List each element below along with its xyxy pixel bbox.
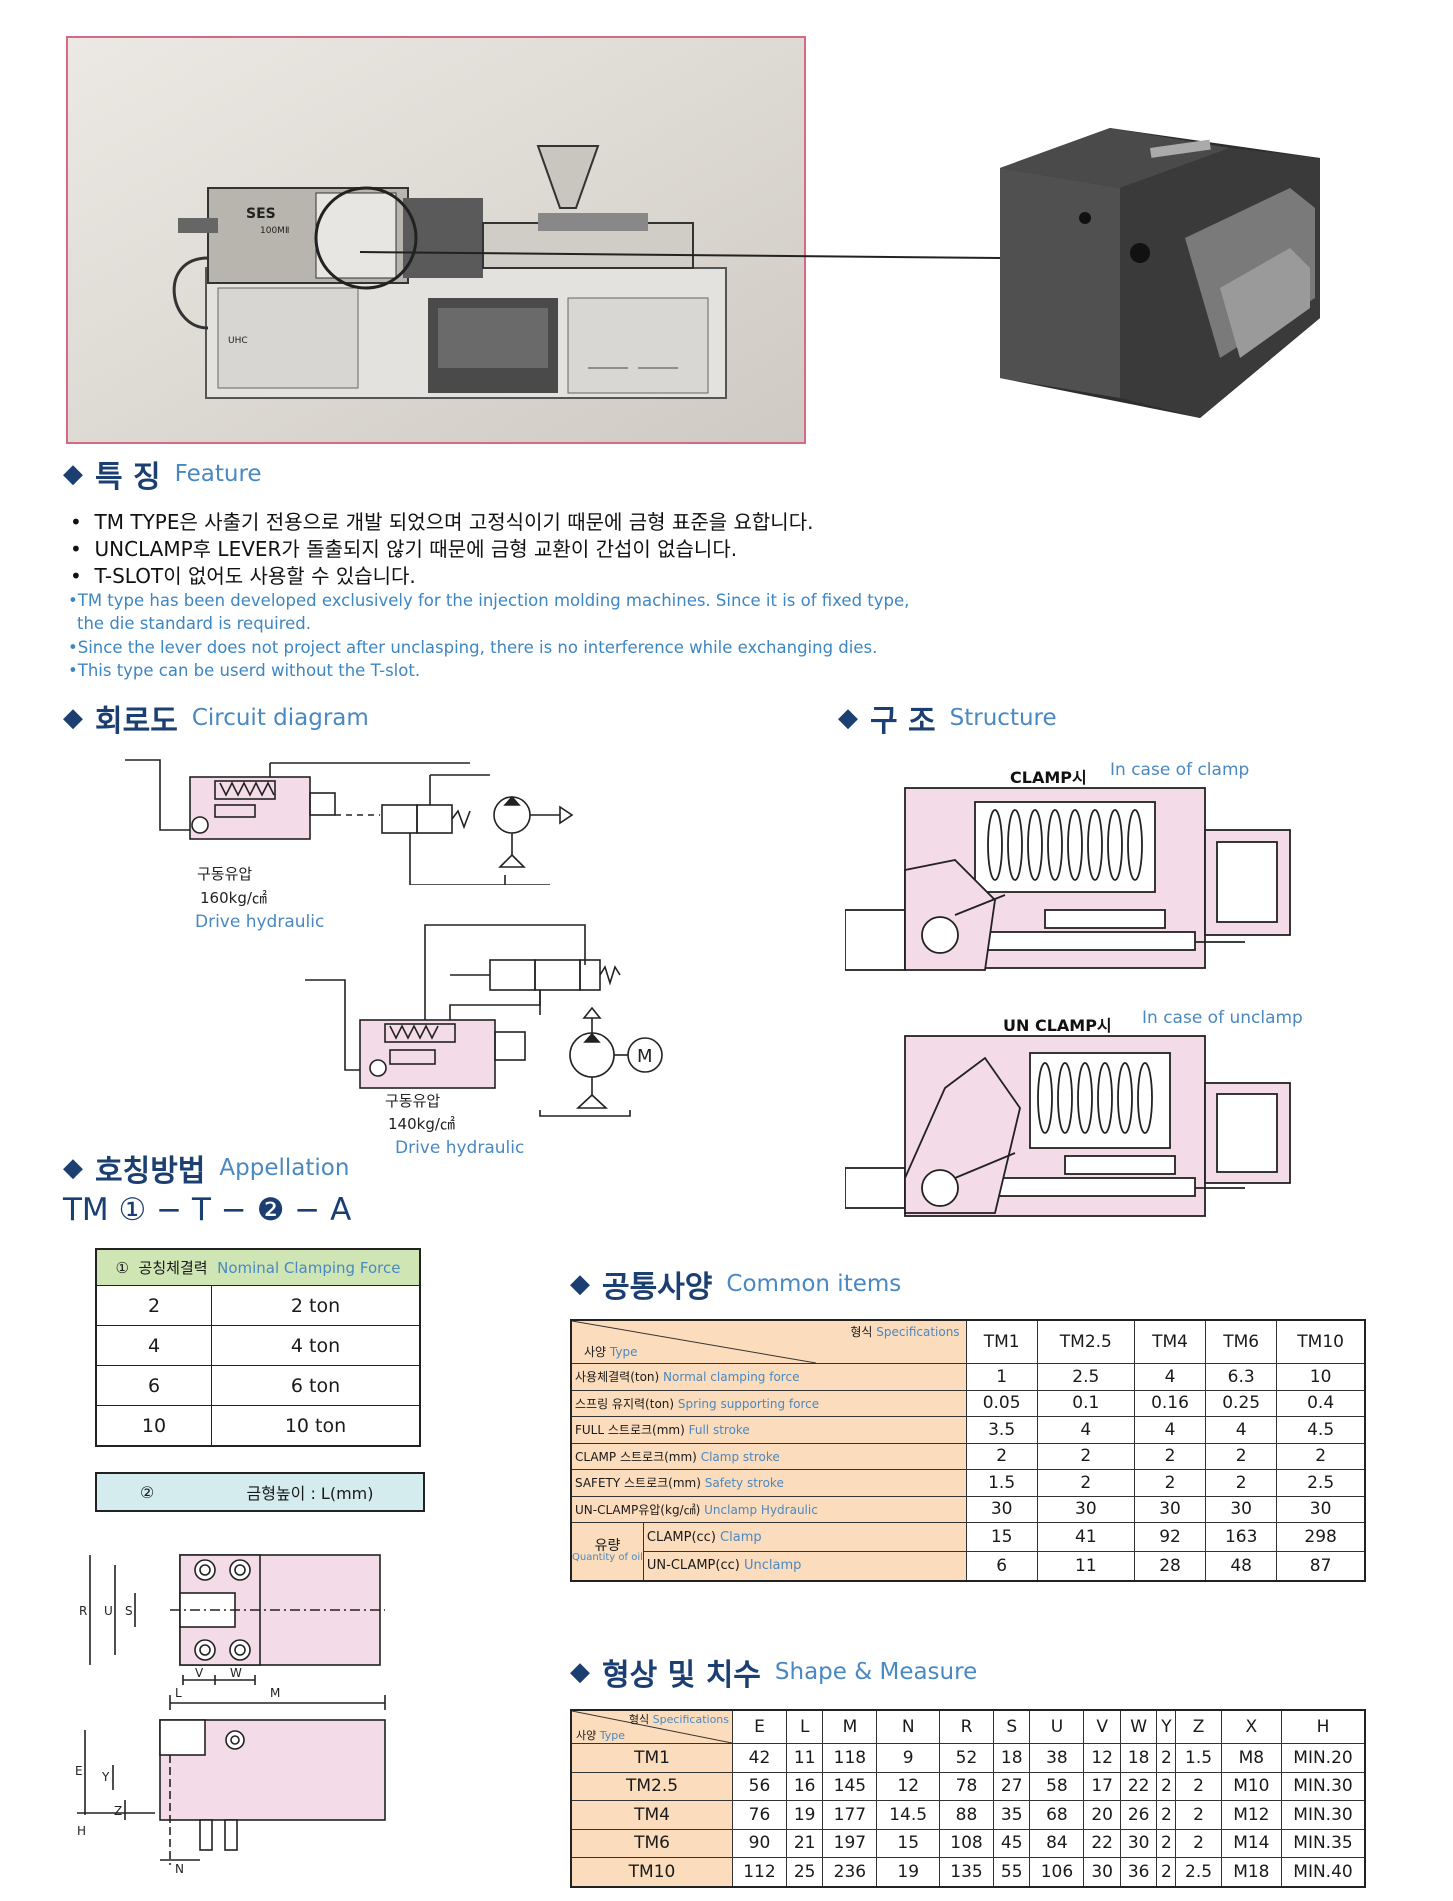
dim-header: L	[785, 1709, 824, 1744]
table-row: 스프링 유지력(ton) Spring supporting force 0.0…	[570, 1389, 1366, 1417]
model-header: TM6	[1205, 1319, 1278, 1364]
shape-heading: ◆ 형상 및 치수 Shape & Measure	[570, 1657, 978, 1693]
injection-machine-photo: SES 100MⅡ UHC	[66, 36, 806, 444]
circuit2-label-en: Drive hydraulic	[395, 1138, 525, 1158]
structure-clamp-drawing	[845, 787, 1291, 971]
common-heading: ◆ 공통사양 Common items	[570, 1269, 902, 1305]
circuit2-pressure: 140kg/㎠	[388, 1115, 455, 1133]
dim-header: U	[1029, 1709, 1085, 1744]
circuit-diagram-2: M	[305, 924, 663, 1117]
model-header: TM2.5	[1036, 1319, 1135, 1364]
dimension-drawing: R U S V W L M E Y Z H N	[75, 1554, 386, 1875]
dim-label-L: L	[175, 1686, 182, 1700]
circuit1-pressure: 160kg/㎠	[200, 889, 267, 907]
dim-header: N	[876, 1709, 941, 1744]
structure-clamp-ko: CLAMP시	[1010, 768, 1087, 787]
dim-header: W	[1119, 1709, 1158, 1744]
feature-bullet-ko-3: • T-SLOT이 없어도 사용할 수 있습니다.	[70, 564, 416, 588]
diamond-icon: ◆	[570, 1657, 590, 1687]
model-header: TM1	[965, 1319, 1038, 1364]
dim-header: M	[822, 1709, 878, 1744]
model-header: TM4	[1133, 1319, 1207, 1364]
structure-clamp-en: In case of clamp	[1110, 760, 1250, 780]
dim-label-E: E	[75, 1764, 83, 1778]
machine-model: 100MⅡ	[260, 226, 289, 236]
feature-bullet-ko-2: • UNCLAMP후 LEVER가 돌출되지 않기 때문에 금형 교환이 간섭이…	[70, 537, 738, 561]
feature-title-en: Feature	[174, 461, 262, 487]
dim-label-R: R	[79, 1604, 87, 1618]
circuit2-label-ko: 구동유압	[385, 1092, 441, 1110]
dim-header: Y	[1156, 1709, 1177, 1744]
dim-label-U: U	[104, 1604, 113, 1618]
clamp-product-photo	[990, 128, 1330, 418]
diamond-icon: ◆	[63, 459, 83, 489]
feature-bullet-en-3: •This type can be userd without the T-sl…	[68, 661, 421, 680]
dim-label-Y: Y	[101, 1770, 110, 1784]
feature-bullet-en-2: •Since the lever does not project after …	[68, 638, 878, 657]
structure-unclamp-drawing	[845, 1035, 1291, 1217]
dim-header: S	[992, 1709, 1031, 1744]
dim-label-N: N	[175, 1862, 184, 1875]
dim-label-S: S	[125, 1604, 133, 1618]
dim-header: X	[1220, 1709, 1283, 1744]
machine-maker: UHC	[228, 336, 248, 346]
dim-label-Z: Z	[114, 1804, 122, 1818]
model-header: TM10	[1276, 1319, 1366, 1364]
dim-header: V	[1083, 1709, 1121, 1744]
circuit1-label-en: Drive hydraulic	[195, 912, 325, 932]
diamond-icon: ◆	[838, 703, 858, 733]
dim-label-M: M	[270, 1686, 280, 1700]
dim-header: E	[732, 1709, 787, 1744]
feature-bullet-en-1: •TM type has been developed exclusively …	[68, 591, 910, 610]
shape-measure-table: 형식 Specifications 사양 Type E L M N R S U …	[570, 1709, 1366, 1888]
circuit-heading: ◆ 회로도 Circuit diagram	[63, 703, 369, 739]
dim-header: Z	[1175, 1709, 1222, 1744]
dim-label-W: W	[230, 1666, 242, 1680]
diamond-icon: ◆	[63, 703, 83, 733]
circuit1-label-ko: 구동유압	[197, 865, 253, 883]
force-table-header: ① 공칭체결력 Nominal Clamping Force	[95, 1248, 421, 1286]
diamond-icon: ◆	[570, 1269, 590, 1299]
machine-brand: SES	[246, 206, 276, 222]
die-height-box: ② 금형높이 : L(mm)	[95, 1472, 425, 1512]
connector-line	[360, 251, 1000, 259]
dim-header: H	[1281, 1709, 1366, 1744]
structure-heading: ◆ 구 조 Structure	[838, 703, 1057, 739]
appellation-heading: ◆ 호칭방법 Appellation	[63, 1153, 350, 1189]
feature-title-ko: 특 징	[95, 460, 161, 495]
shape-corner-cell: 형식 Specifications 사양 Type	[570, 1709, 733, 1744]
circuit-diagram-1	[125, 759, 574, 885]
common-items-table: 형식 Specifications 사양 Type TM1 TM2.5 TM4 …	[570, 1319, 1366, 1582]
feature-bullet-en-1b: the die standard is required.	[77, 614, 312, 633]
structure-unclamp-ko: UN CLAMP시	[1003, 1016, 1112, 1035]
motor-label: M	[637, 1046, 653, 1067]
structure-unclamp-en: In case of unclamp	[1142, 1008, 1303, 1028]
common-corner-cell: 형식 Specifications 사양 Type	[570, 1319, 967, 1364]
feature-heading: ◆ 특 징 Feature	[63, 452, 262, 496]
dim-header: R	[939, 1709, 994, 1744]
dim-label-H: H	[77, 1824, 86, 1838]
feature-bullet-ko-1: • TM TYPE은 사출기 전용으로 개발 되었으며 고정식이기 때문에 금형…	[70, 510, 814, 534]
dim-label-V: V	[195, 1666, 204, 1680]
diamond-icon: ◆	[63, 1153, 83, 1183]
appellation-code: TM ① − T − ❷ − A	[63, 1192, 352, 1228]
